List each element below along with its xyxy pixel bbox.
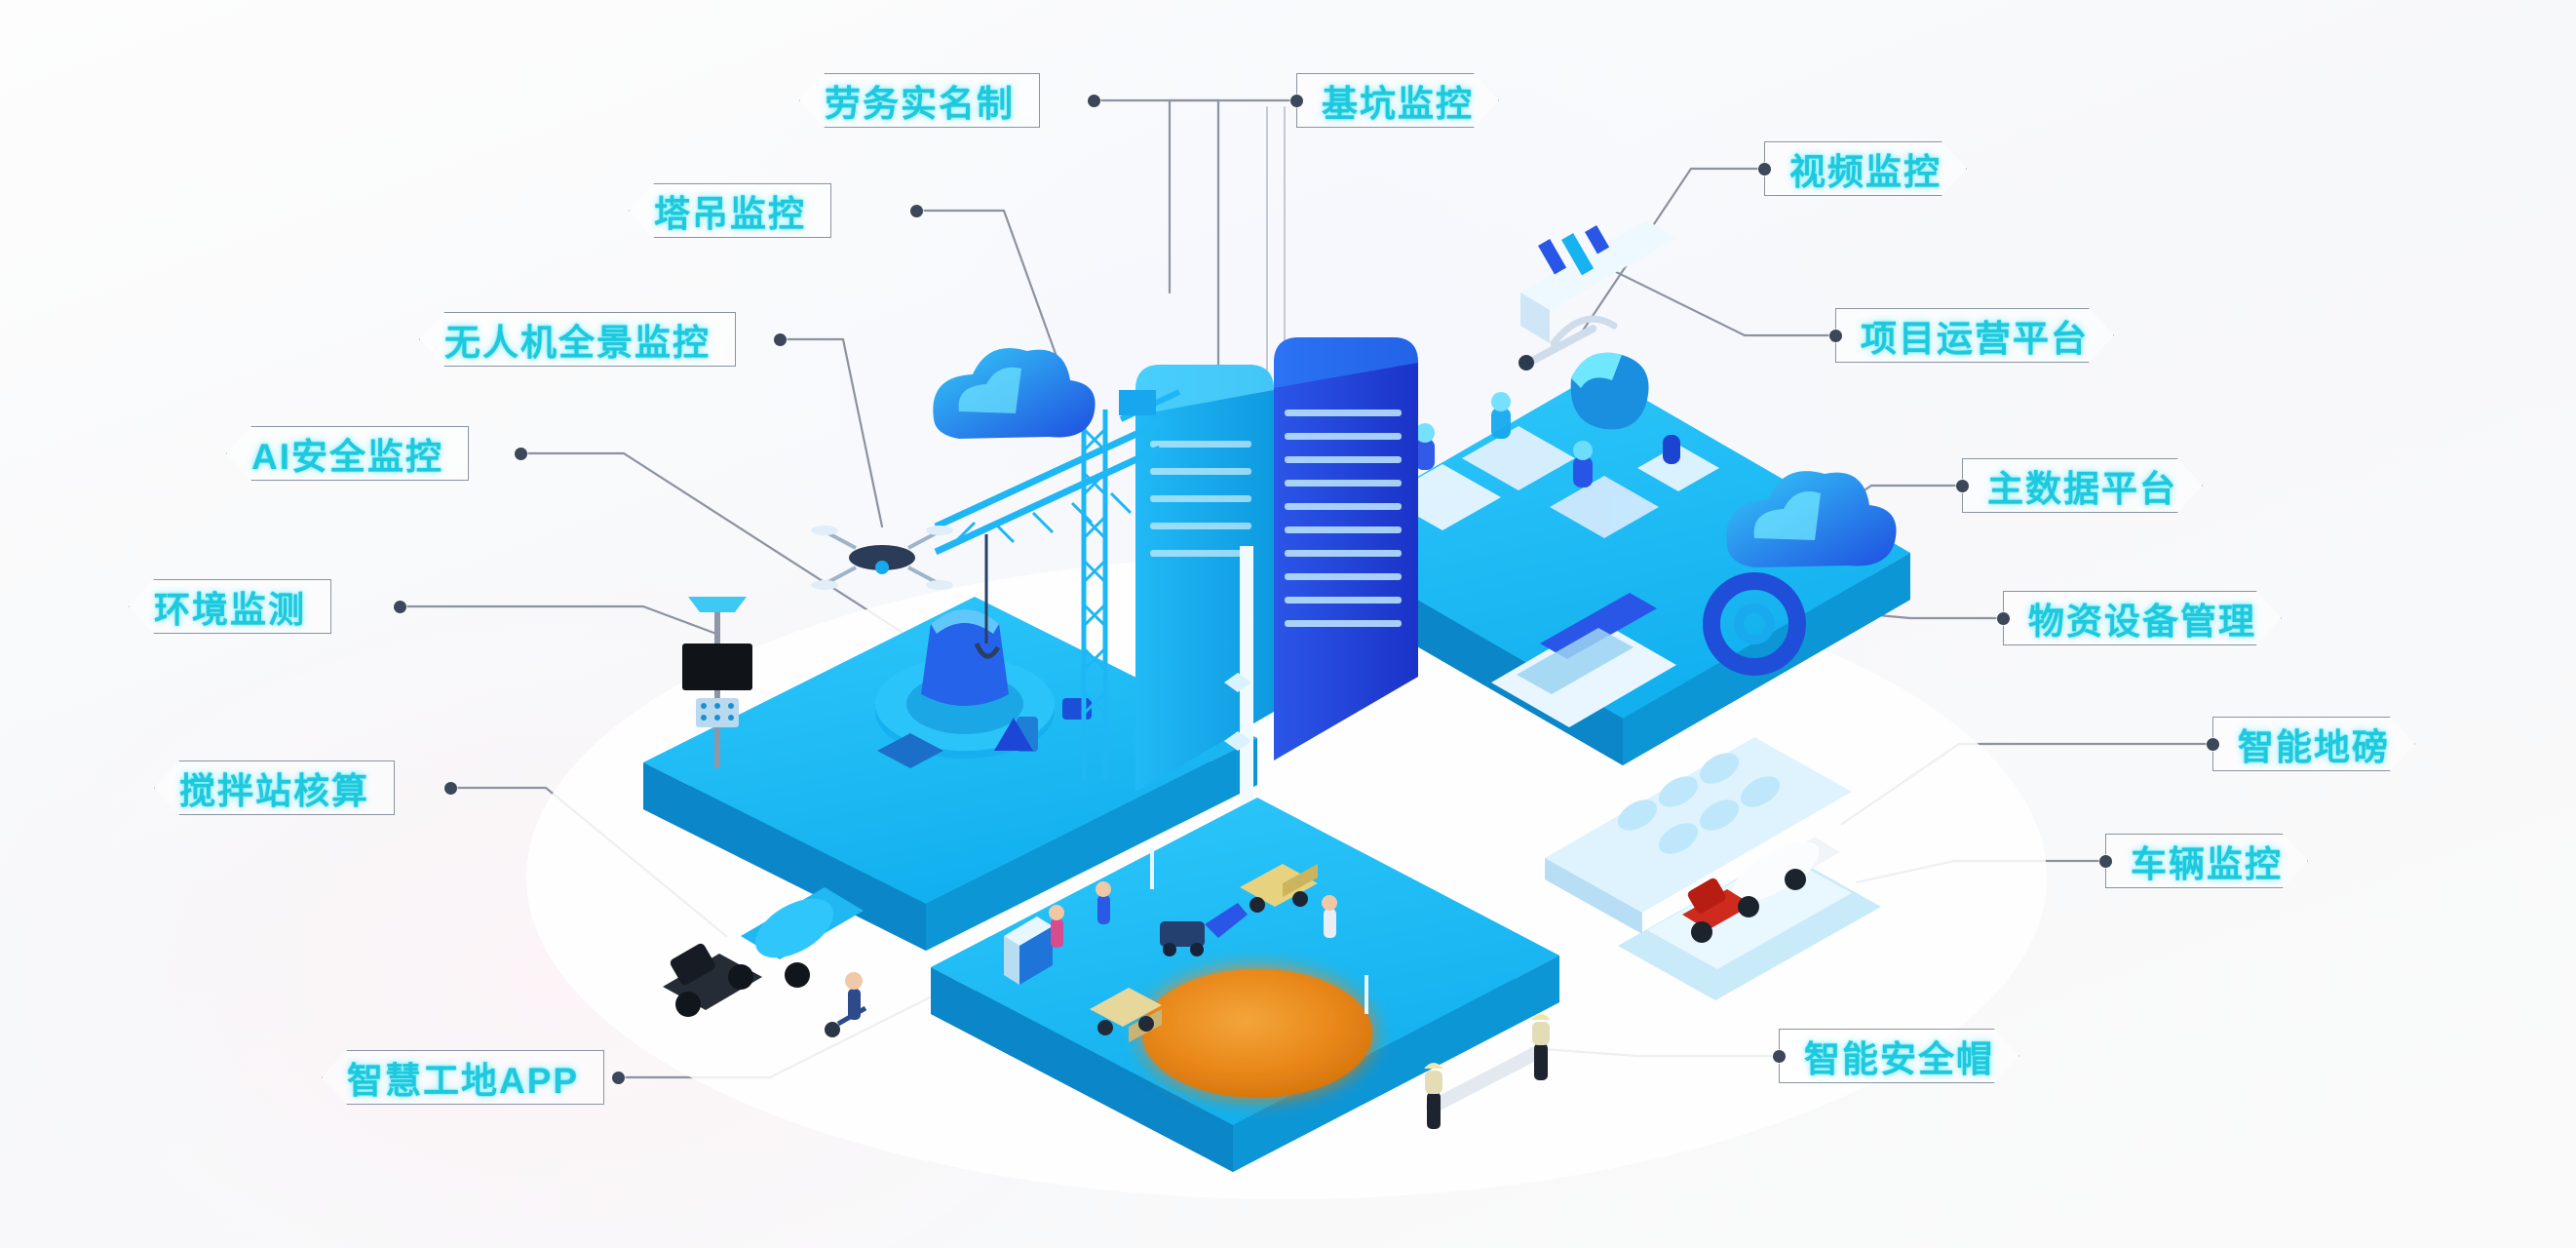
building-towers xyxy=(1135,337,1418,887)
conveyor xyxy=(1545,737,1852,934)
callout-master-data-platform[interactable]: 主数据平台 xyxy=(1962,458,2203,513)
callout-dot-labor-real-name xyxy=(1088,95,1100,107)
workers xyxy=(1424,1014,1551,1129)
cloud-right xyxy=(1726,471,1897,567)
callout-dot-vehicle-monitor xyxy=(2099,855,2112,868)
callout-project-ops-platform[interactable]: 项目运营平台 xyxy=(1835,308,2114,363)
callout-environment-monitor[interactable]: 环境监测 xyxy=(129,579,331,634)
worker-cart xyxy=(825,972,867,1037)
laptop xyxy=(1491,593,1676,727)
excavation-pit xyxy=(1142,969,1372,1098)
callout-drone-panorama[interactable]: 无人机全景监控 xyxy=(419,312,736,367)
callout-dot-video-surveillance xyxy=(1758,163,1771,176)
excavator xyxy=(1160,903,1248,956)
callout-vehicle-monitor[interactable]: 车辆监控 xyxy=(2105,834,2308,888)
callout-dot-mixing-station xyxy=(444,782,457,795)
callout-smart-helmet[interactable]: 智能安全帽 xyxy=(1779,1029,2019,1083)
environment-sensor xyxy=(682,597,752,768)
callout-dot-smart-weighbridge xyxy=(2207,738,2219,751)
callout-dot-smart-helmet xyxy=(1773,1050,1786,1063)
callout-dot-tower-crane xyxy=(910,205,923,217)
platform-pit xyxy=(931,798,1559,1172)
callout-smart-site-app[interactable]: 智慧工地APP xyxy=(322,1050,605,1105)
callout-dot-smart-site-app xyxy=(612,1072,625,1084)
tanker-truck xyxy=(1682,837,1840,943)
drone xyxy=(811,526,953,590)
callout-dot-project-ops-platform xyxy=(1829,330,1842,342)
callout-material-equipment[interactable]: 物资设备管理 xyxy=(2003,591,2282,645)
dashboard-screen xyxy=(1520,220,1676,343)
app-screen xyxy=(1004,916,1053,985)
callout-dot-ai-safety xyxy=(515,448,527,460)
callout-dot-environment-monitor xyxy=(394,601,406,613)
callout-labor-real-name[interactable]: 劳务实名制 xyxy=(799,73,1040,128)
callout-smart-weighbridge[interactable]: 智能地磅 xyxy=(2212,717,2415,771)
tower-crane xyxy=(934,389,1181,780)
callout-mixing-station[interactable]: 搅拌站核算 xyxy=(154,760,395,815)
callout-dot-foundation-pit xyxy=(1290,95,1303,107)
callout-ai-safety[interactable]: AI安全监控 xyxy=(226,426,469,481)
callout-tower-crane[interactable]: 塔吊监控 xyxy=(629,183,831,238)
dump-truck xyxy=(1090,988,1162,1042)
gear xyxy=(1703,572,1807,676)
cctv-camera xyxy=(1519,315,1649,430)
callout-foundation-pit[interactable]: 基坑监控 xyxy=(1296,73,1499,128)
callout-video-surveillance[interactable]: 视频监控 xyxy=(1764,141,1967,196)
mixer-truck xyxy=(663,887,867,1037)
truck-yellow xyxy=(1240,864,1318,913)
callout-dot-master-data-platform xyxy=(1956,480,1969,492)
callout-dot-drone-panorama xyxy=(774,333,787,346)
platform-office xyxy=(1311,220,1910,934)
cloud-left xyxy=(933,348,1096,439)
callout-dot-material-equipment xyxy=(1997,612,2010,625)
